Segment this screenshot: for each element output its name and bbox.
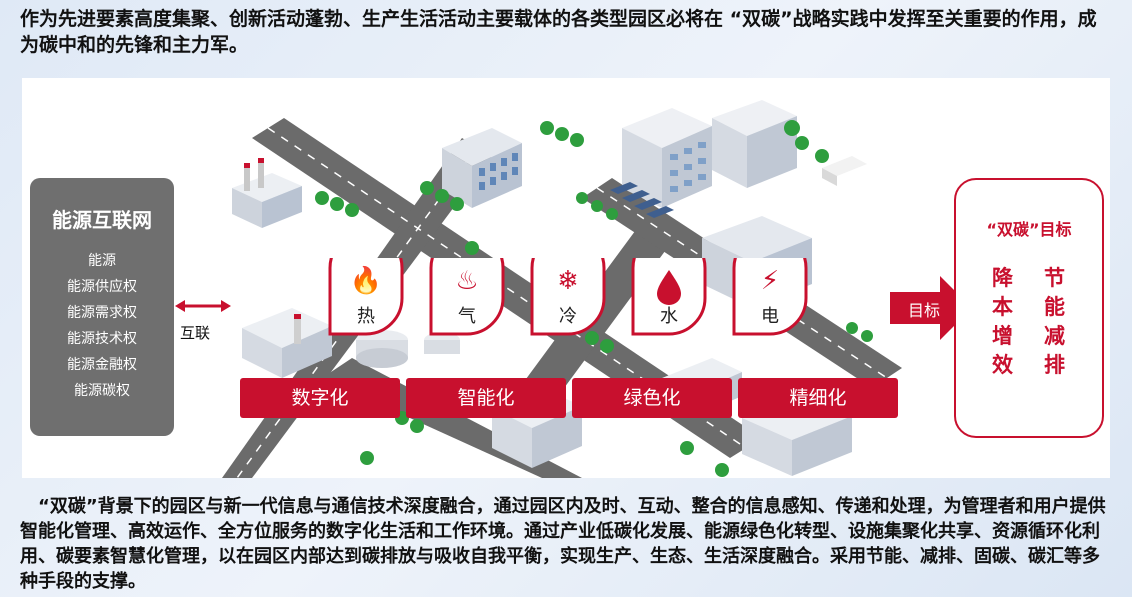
snowflake-icon: ❄ [526,266,610,296]
energy-badge-label: 气 [425,302,509,328]
dual-carbon-goal-title: “双碳”目标 [956,216,1102,240]
energy-badge-electricity: ⚡ 电 [728,258,812,336]
double-arrow-icon [175,298,231,314]
energy-badge-cold: ❄ 冷 [526,258,610,336]
energy-rights-item: 能源技术权 [30,326,174,352]
goal-char: 增 [992,322,1013,351]
energy-badge-water: 水 [627,258,711,336]
gas-flame-icon: ♨ [425,266,509,296]
water-drop-icon [627,266,711,306]
energy-badge-label: 水 [627,302,711,328]
energy-rights-list: 能源 能源供应权 能源需求权 能源技术权 能源金融权 能源碳权 [30,248,174,404]
goal-char: 降 [992,264,1013,293]
goal-char: 能 [1044,293,1065,322]
interconnect-label: 互联 [180,322,210,343]
refinement-bar: 精细化 [738,378,898,418]
footer-text: “双碳”背景下的园区与新一代信息与通信技术深度融合，通过园区内及时、互动、整合的… [20,494,1115,594]
energy-badge-gas: ♨ 气 [425,258,509,336]
goal-char: 排 [1044,351,1065,380]
intro-text: 作为先进要素高度集聚、创新活动蓬勃、生产生活活动主要载体的各类型园区必将在 “双… [20,6,1115,58]
energy-badge-label: 热 [324,302,408,328]
energy-rights-item: 能源 [30,248,174,274]
energy-rights-item: 能源供应权 [30,274,174,300]
goal-char: 减 [1044,322,1065,351]
energy-badge-label: 电 [728,302,812,328]
lightning-icon: ⚡ [728,266,812,296]
energy-rights-item: 能源需求权 [30,300,174,326]
greening-bar: 绿色化 [572,378,732,418]
energy-rights-item: 能源碳权 [30,378,174,404]
digitalization-bar: 数字化 [240,378,400,418]
diagram-panel: 能源互联网 能源 能源供应权 能源需求权 能源技术权 能源金融权 能源碳权 互联… [22,78,1110,478]
energy-internet-title: 能源互联网 [30,204,174,233]
intelligentization-bar: 智能化 [406,378,566,418]
energy-internet-panel: 能源互联网 能源 能源供应权 能源需求权 能源技术权 能源金融权 能源碳权 [30,178,174,436]
energy-badge-heat: 🔥 热 [324,258,408,336]
goal-column-cost: 降 本 增 效 [992,264,1013,380]
flame-icon: 🔥 [324,266,408,296]
dual-carbon-goal-panel: “双碳”目标 降 本 增 效 节 能 减 排 [954,178,1104,438]
goal-char: 效 [992,351,1013,380]
goal-char: 本 [992,293,1013,322]
energy-rights-item: 能源金融权 [30,352,174,378]
goal-char: 节 [1044,264,1065,293]
energy-badge-label: 冷 [526,302,610,328]
goal-column-emission: 节 能 减 排 [1044,264,1065,380]
goal-arrow-label: 目标 [896,297,952,321]
